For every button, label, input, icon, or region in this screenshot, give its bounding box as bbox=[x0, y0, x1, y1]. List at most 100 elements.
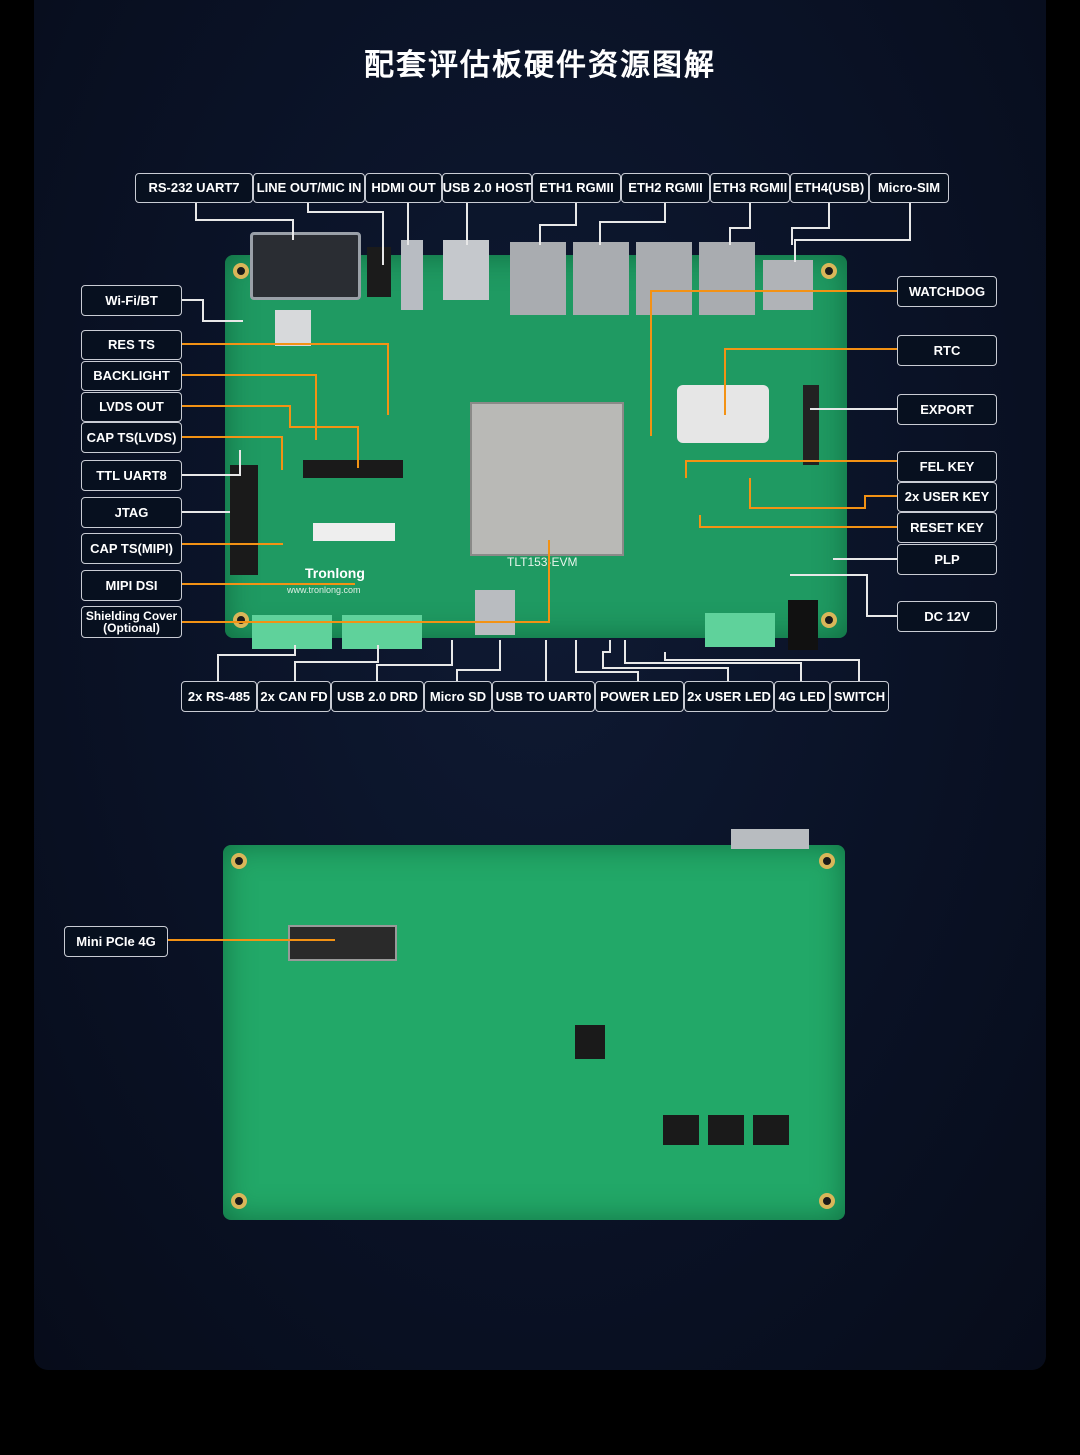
label-backlight: BACKLIGHT bbox=[81, 361, 182, 391]
wifi-module bbox=[275, 310, 311, 346]
mount-hole bbox=[231, 853, 247, 869]
line-resetkey bbox=[699, 515, 897, 528]
label-rs232-uart7: RS-232 UART7 bbox=[135, 173, 253, 203]
label-lvds-out: LVDS OUT bbox=[81, 392, 182, 422]
ic-chip bbox=[663, 1115, 699, 1145]
label-lineout-micin: LINE OUT/MIC IN bbox=[253, 173, 365, 203]
db9-back bbox=[731, 829, 809, 849]
label-wifi-bt: Wi-Fi/BT bbox=[81, 285, 182, 316]
eth3-jack bbox=[636, 242, 692, 315]
export-connector bbox=[803, 385, 819, 465]
board-model: TLT153-EVM bbox=[507, 555, 578, 569]
ic-chip bbox=[708, 1115, 744, 1145]
rtc-battery bbox=[677, 385, 769, 443]
label-mipi-dsi: MIPI DSI bbox=[81, 570, 182, 601]
label-user-key: 2x USER KEY bbox=[897, 482, 997, 512]
label-eth1: ETH1 RGMII bbox=[532, 173, 621, 203]
label-4g-led: 4G LED bbox=[774, 681, 830, 712]
label-jtag: JTAG bbox=[81, 497, 182, 528]
label-eth4: ETH4(USB) bbox=[790, 173, 869, 203]
line-userled bbox=[602, 640, 729, 681]
evm-board-front: Tronlong www.tronlong.com TLT153-EVM bbox=[225, 232, 847, 650]
hdmi-connector bbox=[401, 240, 423, 310]
line-dc bbox=[790, 574, 897, 617]
lvds-header bbox=[303, 460, 403, 478]
label-eth2: ETH2 RGMII bbox=[621, 173, 710, 203]
line-sim bbox=[794, 202, 911, 262]
line-usbdrd bbox=[376, 640, 453, 681]
label-usb-host: USB 2.0 HOST bbox=[442, 173, 532, 203]
label-plp: PLP bbox=[897, 544, 997, 575]
label-switch: SWITCH bbox=[830, 681, 889, 712]
jtag-header bbox=[230, 465, 258, 575]
sd-slot bbox=[475, 590, 515, 635]
board-brand: Tronlong bbox=[305, 565, 365, 581]
db9-connector bbox=[250, 232, 361, 300]
mount-hole bbox=[819, 1193, 835, 1209]
mount-hole bbox=[233, 612, 249, 628]
label-reset-key: RESET KEY bbox=[897, 512, 997, 543]
line-userkey bbox=[749, 478, 897, 509]
sim-slot bbox=[763, 260, 813, 310]
label-usb-to-uart0: USB TO UART0 bbox=[492, 681, 595, 712]
label-mini-pcie-4g: Mini PCIe 4G bbox=[64, 926, 168, 957]
line-shielding bbox=[181, 540, 550, 623]
label-res-ts: RES TS bbox=[81, 330, 182, 360]
line-lineout bbox=[307, 202, 384, 265]
audio-jack bbox=[367, 247, 391, 297]
ic-chip bbox=[575, 1025, 605, 1059]
label-rtc: RTC bbox=[897, 335, 997, 366]
line-eth2 bbox=[599, 202, 666, 245]
rs485-terminal bbox=[252, 615, 332, 649]
evm-board-back bbox=[223, 829, 845, 1220]
line-eth4 bbox=[791, 202, 830, 245]
label-rs485: 2x RS-485 bbox=[181, 681, 257, 712]
line-powerled bbox=[575, 640, 639, 681]
line-felkey bbox=[685, 460, 897, 478]
label-micro-sim: Micro-SIM bbox=[869, 173, 949, 203]
board-site: www.tronlong.com bbox=[287, 585, 361, 595]
line-rests bbox=[181, 343, 389, 415]
label-usb-drd: USB 2.0 DRD bbox=[331, 681, 424, 712]
eth1-jack bbox=[510, 242, 566, 315]
line-4gled bbox=[624, 640, 802, 681]
mount-hole bbox=[819, 853, 835, 869]
usb-host-connector bbox=[443, 240, 489, 300]
line-switch bbox=[664, 652, 860, 681]
line-microsd bbox=[456, 640, 501, 681]
line-can bbox=[294, 645, 379, 681]
mount-hole bbox=[231, 1193, 247, 1209]
label-capts-lvds: CAP TS(LVDS) bbox=[81, 422, 182, 453]
label-capts-mipi: CAP TS(MIPI) bbox=[81, 533, 182, 564]
label-hdmi-out: HDMI OUT bbox=[365, 173, 442, 203]
label-ttl-uart8: TTL UART8 bbox=[81, 460, 182, 491]
ic-chip bbox=[753, 1115, 789, 1145]
line-backlight bbox=[181, 374, 317, 440]
page-title: 配套评估板硬件资源图解 bbox=[364, 48, 716, 83]
label-user-led: 2x USER LED bbox=[684, 681, 774, 712]
mount-hole bbox=[821, 612, 837, 628]
label-dc-12v: DC 12V bbox=[897, 601, 997, 632]
line-eth3 bbox=[729, 202, 751, 245]
eth2-jack bbox=[573, 242, 629, 315]
label-micro-sd: Micro SD bbox=[424, 681, 492, 712]
label-watchdog: WATCHDOG bbox=[897, 276, 997, 307]
line-capts-lvds bbox=[181, 436, 283, 470]
line-rs232 bbox=[195, 202, 294, 240]
mipi-connector bbox=[313, 523, 395, 541]
mount-hole bbox=[233, 263, 249, 279]
mini-pcie-slot bbox=[288, 925, 397, 961]
line-rtc bbox=[724, 348, 897, 415]
label-shielding-cover: Shielding Cover (Optional) bbox=[81, 606, 182, 638]
line-wifi bbox=[181, 299, 243, 322]
can-terminal bbox=[342, 615, 422, 649]
label-can-fd: 2x CAN FD bbox=[257, 681, 331, 712]
line-ttl bbox=[181, 450, 241, 476]
eth4-jack bbox=[699, 242, 755, 315]
soc-module bbox=[470, 402, 624, 556]
power-terminal bbox=[705, 613, 775, 647]
dc-jack bbox=[788, 600, 818, 650]
label-export: EXPORT bbox=[897, 394, 997, 425]
mount-hole bbox=[821, 263, 837, 279]
